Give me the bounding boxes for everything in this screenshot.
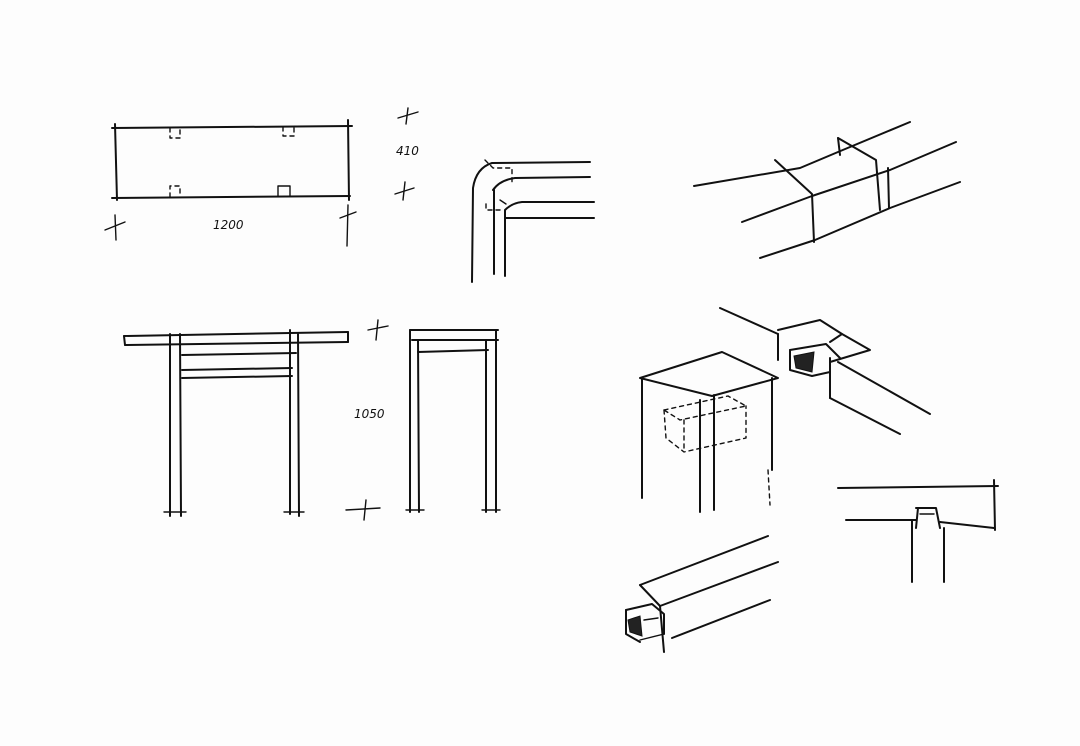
- tenon-section-detail: [837, 479, 999, 583]
- corner-joint-detail: [471, 159, 595, 283]
- plan-view: 1200 410: [104, 107, 419, 247]
- front-elevation: 1050: [123, 319, 389, 521]
- front-height-label: 1050: [354, 407, 385, 421]
- post-end-isometric: [625, 535, 779, 653]
- beam-isometric: [693, 121, 961, 259]
- plan-depth-label: 410: [396, 144, 419, 158]
- mortise-joint-isometric: [639, 307, 931, 513]
- plan-width-label: 1200: [213, 218, 244, 232]
- side-elevation: [405, 329, 501, 513]
